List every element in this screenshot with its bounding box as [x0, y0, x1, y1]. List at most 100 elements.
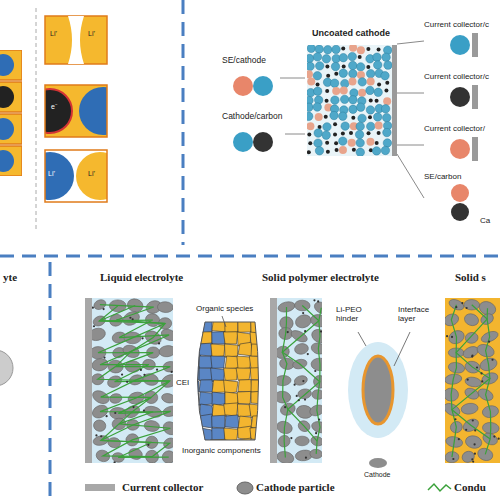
cathode-particle: [383, 113, 391, 121]
carbon-dot: [305, 457, 307, 459]
cei-grain: [238, 342, 253, 356]
cathode-particle: [312, 390, 322, 400]
part-label: Inorganic components: [182, 446, 261, 455]
cathode-particle: [161, 392, 173, 404]
cathode-particle: [463, 312, 480, 328]
carbon-particle: [325, 141, 329, 145]
carbon-particle: [318, 125, 322, 129]
carbon-particle: [385, 81, 389, 85]
cathode-particle: [323, 123, 331, 131]
conductive-network: [282, 307, 287, 458]
carbon-particle: [325, 64, 329, 68]
cathode-particle: [464, 376, 482, 388]
carbon-circle: [253, 132, 273, 152]
carbon-dot: [471, 355, 473, 357]
legend-item: Cathode particle: [234, 481, 335, 493]
cei-grain: [186, 404, 199, 416]
contact-group: [45, 87, 107, 135]
carbon-dot: [458, 438, 460, 440]
cathode-particle: [330, 111, 338, 119]
electrolyte-circle: [233, 76, 253, 96]
carbon-particle: [351, 116, 355, 120]
carbon-particle: [366, 65, 370, 69]
carbon-dot: [304, 398, 306, 400]
part-label: CEI: [176, 378, 189, 387]
cei-grain: [251, 391, 264, 404]
cei-grain: [199, 380, 214, 392]
conductive-network: [451, 305, 456, 457]
carbon-particle: [308, 141, 312, 145]
carbon-dot: [315, 432, 317, 434]
cathode-particle: [381, 146, 389, 154]
electrolyte-particle: [307, 70, 313, 78]
callout-label: SE/carbon: [424, 172, 464, 181]
cathode-particle: [381, 105, 389, 113]
cei-grain: [212, 332, 225, 344]
carbon-dot: [126, 381, 128, 383]
cathode-particle: [349, 69, 357, 77]
carbon-particle: [375, 99, 379, 103]
panel-heading: Solid s: [455, 271, 486, 284]
carbon-dot: [290, 437, 292, 439]
leader-line: [222, 316, 226, 327]
current-collector: [85, 298, 92, 463]
cathode-particle: [366, 106, 374, 114]
electrolyte-particle: [358, 89, 366, 97]
cathode-particle: [332, 45, 340, 53]
cei-grain: [251, 380, 264, 392]
particle-circle: [0, 86, 14, 108]
cathode-particle: [158, 345, 173, 358]
carbon-particle: [377, 47, 381, 51]
cei-grain: [212, 319, 226, 332]
cei-grain: [237, 356, 251, 369]
electrolyte-particle: [307, 78, 315, 86]
carbon-dot: [114, 461, 116, 463]
contact-border: [45, 85, 107, 137]
legend-text: Condu: [454, 481, 486, 493]
cathode-particle: [349, 96, 357, 104]
legend-item: Condu: [426, 481, 486, 493]
cathode-particle: [367, 122, 375, 130]
carbon-particle: [333, 133, 337, 137]
cathode-particle: [374, 61, 382, 69]
conductive-network: [282, 306, 319, 442]
carbon-dot: [132, 406, 134, 408]
cathode-particle: [307, 103, 313, 111]
carbon-particle: [333, 122, 337, 126]
callout-label: Current collector/c: [424, 20, 491, 29]
contact-gap: [68, 16, 84, 64]
panel-divider: [182, 0, 185, 245]
carbon-dot: [156, 369, 158, 371]
carbon-particle: [307, 133, 311, 137]
carbon-dot: [284, 406, 286, 408]
cei-grain: [184, 392, 199, 406]
leader-connector: [397, 154, 424, 198]
cathode-particle: [315, 147, 323, 155]
cathode-particle: [313, 72, 321, 80]
cathode-particle: [307, 62, 314, 70]
cei-grain: [251, 416, 266, 428]
carbon-particle: [335, 148, 339, 152]
cathode-particle: [314, 129, 322, 137]
contact-square: [0, 146, 22, 176]
electrolyte-particle: [349, 45, 357, 52]
divider-line: [36, 8, 37, 232]
electrolyte-particle: [339, 146, 347, 154]
cathode-particle: [464, 299, 480, 310]
carbon-particle: [325, 99, 329, 103]
cathode-particle: [461, 344, 480, 360]
cathode-particle: [383, 128, 391, 136]
carbon-dot: [314, 370, 316, 372]
carbon-particle: [307, 150, 311, 154]
part-label: Li⁺: [48, 170, 55, 178]
electrolyte-ground: [85, 298, 173, 463]
panel-divider: [49, 262, 52, 500]
cei-grain: [184, 414, 199, 428]
carbon-particle: [377, 131, 381, 135]
cathode-particle: [330, 79, 338, 87]
carbon-particle: [341, 131, 345, 135]
part-label: e⁻: [51, 103, 57, 111]
carbon-dot: [287, 331, 289, 333]
